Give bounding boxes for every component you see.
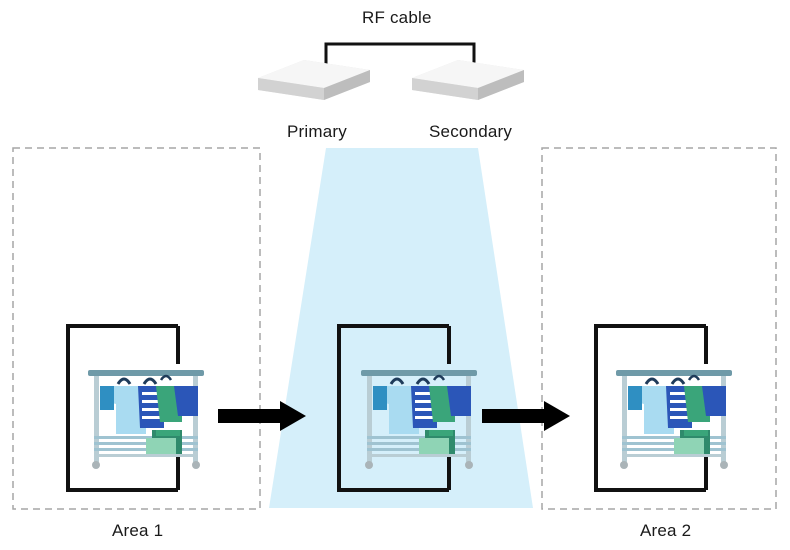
clothing-rack-icon: [614, 368, 734, 471]
arrow-right-icon: [218, 401, 306, 431]
area1-zone: [12, 147, 261, 510]
primary-label: Primary: [287, 122, 347, 141]
rf-cable-line: [324, 42, 476, 64]
area2-zone: [541, 147, 777, 510]
arrow-right-icon: [482, 401, 570, 431]
area1-label: Area 1: [112, 521, 164, 540]
clothing-rack-icon: [86, 368, 206, 471]
secondary-antenna-icon: [412, 60, 524, 100]
area2-label: Area 2: [640, 521, 692, 540]
secondary-label: Secondary: [429, 122, 513, 141]
rf-cable-label: RF cable: [362, 8, 432, 27]
primary-antenna-icon: [258, 60, 370, 100]
